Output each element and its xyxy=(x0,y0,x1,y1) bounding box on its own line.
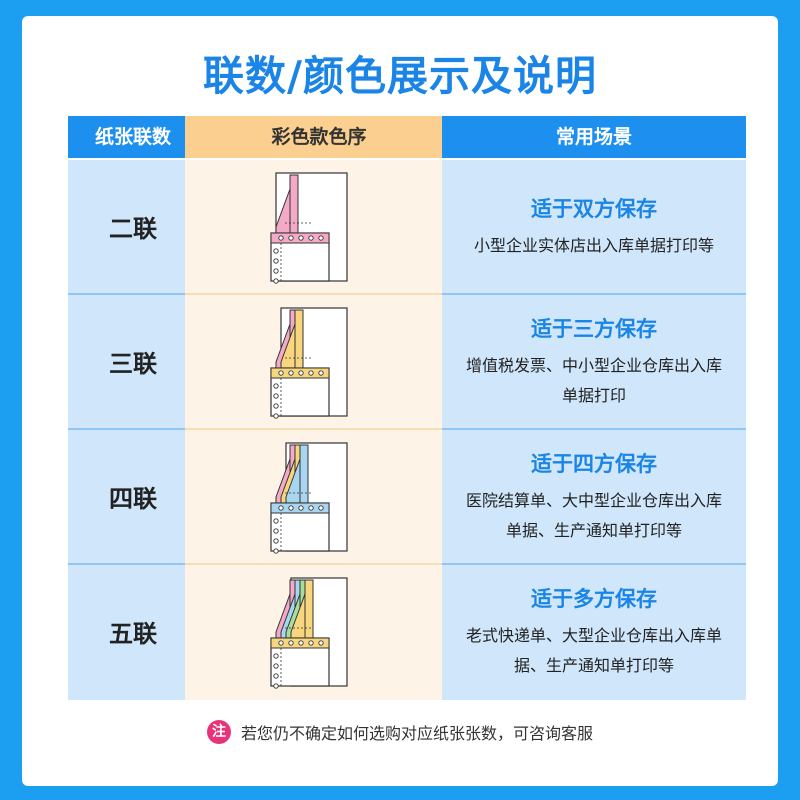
feed-hole xyxy=(288,504,294,511)
scene-description: 医院结算单、大中型企业仓库出入库单据、生产通知单打印等 xyxy=(465,490,722,540)
paper-stack-cell xyxy=(185,160,453,295)
feed-hole xyxy=(273,247,279,254)
feed-hole xyxy=(298,639,304,646)
scene-column-body: 适于双方保存 小型企业实体店出入库单据打印等 适于三方保存 增值税发票、中小型企… xyxy=(442,160,746,700)
feed-hole xyxy=(273,382,279,389)
feed-hole xyxy=(308,369,314,376)
scene-description: 老式快递单、大型企业仓库出入库单据、生产通知单打印等 xyxy=(465,625,722,675)
feed-hole xyxy=(298,369,304,376)
feed-hole xyxy=(288,639,294,646)
feed-hole xyxy=(273,392,279,399)
ply-column-body: 二联 三联 四联 五联 xyxy=(68,160,198,700)
feed-hole xyxy=(273,682,279,689)
feed-hole xyxy=(273,547,279,554)
feed-hole xyxy=(273,652,279,659)
scene-row: 适于四方保存 医院结算单、大中型企业仓库出入库单据、生产通知单打印等 xyxy=(442,430,746,565)
front-sheet xyxy=(270,366,330,419)
scene-row: 适于三方保存 增值税发票、中小型企业仓库出入库单据打印 xyxy=(442,295,746,430)
feed-hole xyxy=(308,234,314,241)
feed-hole xyxy=(278,234,284,241)
feed-hole xyxy=(273,257,279,264)
paper-sheet xyxy=(280,309,304,372)
feed-hole xyxy=(273,277,279,284)
feed-hole xyxy=(298,234,304,241)
info-card: 联数/颜色展示及说明 纸张联数 二联 三联 四联 五联 彩色款色序 常用场景 适… xyxy=(22,16,778,786)
feed-hole xyxy=(298,504,304,511)
feed-hole xyxy=(288,234,294,241)
feed-hole xyxy=(273,412,279,419)
feed-hole xyxy=(273,517,279,524)
ply-column: 纸张联数 二联 三联 四联 五联 xyxy=(68,116,198,700)
feed-hole xyxy=(318,369,324,376)
paper-stack-illustration xyxy=(270,576,348,689)
feed-hole xyxy=(273,537,279,544)
front-sheet xyxy=(270,501,330,554)
front-sheet xyxy=(270,636,330,689)
paper-stack-illustration xyxy=(270,441,348,554)
sheet-edge xyxy=(294,309,304,372)
ply-label: 二联 xyxy=(68,160,198,295)
paper-stack-cell xyxy=(185,565,453,698)
feed-hole xyxy=(318,234,324,241)
note-bar: 注 若您仍不确定如何选购对应纸张张数，可咨询客服 xyxy=(22,716,778,748)
front-sheet xyxy=(270,231,330,284)
ply-label: 五联 xyxy=(109,620,157,648)
feed-hole xyxy=(318,504,324,511)
scene-title: 适于三方保存 xyxy=(531,316,657,341)
scene-row: 适于双方保存 小型企业实体店出入库单据打印等 xyxy=(442,160,746,295)
header-usage-scene: 常用场景 xyxy=(442,116,746,158)
scene-description: 增值税发票、中小型企业仓库出入库单据打印 xyxy=(465,355,722,405)
feed-hole xyxy=(273,527,279,534)
ply-label: 三联 xyxy=(68,295,198,430)
feed-hole xyxy=(278,369,284,376)
paper-stack-illustration xyxy=(270,306,348,419)
paper-stack-cell xyxy=(185,430,453,565)
scene-description: 小型企业实体店出入库单据打印等 xyxy=(473,235,714,255)
paper-stack-illustration xyxy=(270,171,348,284)
feed-hole xyxy=(273,402,279,409)
feed-hole xyxy=(278,504,284,511)
header-ply-count: 纸张联数 xyxy=(68,116,198,158)
scene-column: 常用场景 适于双方保存 小型企业实体店出入库单据打印等 适于三方保存 增值税发票… xyxy=(442,116,746,700)
sheet-edge xyxy=(299,444,309,507)
color-order-column: 彩色款色序 xyxy=(185,116,453,700)
ply-label: 四联 xyxy=(68,430,198,565)
sheet-edge xyxy=(289,174,299,237)
sheet-edge xyxy=(304,579,314,642)
feed-hole xyxy=(273,672,279,679)
note-badge: 注 xyxy=(206,720,231,744)
scene-title: 适于多方保存 xyxy=(531,586,657,611)
header-color-order: 彩色款色序 xyxy=(185,116,453,158)
scene-title: 适于四方保存 xyxy=(531,451,657,476)
scene-row: 适于多方保存 老式快递单、大型企业仓库出入库单据、生产通知单打印等 xyxy=(442,565,746,698)
color-order-body xyxy=(185,160,453,700)
feed-hole xyxy=(278,639,284,646)
page-title: 联数/颜色展示及说明 xyxy=(203,52,597,100)
note-text: 若您仍不确定如何选购对应纸张张数，可咨询客服 xyxy=(240,724,593,743)
feed-hole xyxy=(318,639,324,646)
feed-hole xyxy=(288,369,294,376)
paper-stack-cell xyxy=(185,295,453,430)
feed-hole xyxy=(273,267,279,274)
feed-hole xyxy=(308,504,314,511)
feed-hole xyxy=(308,639,314,646)
feed-hole xyxy=(273,662,279,669)
scene-title: 适于双方保存 xyxy=(531,196,657,221)
